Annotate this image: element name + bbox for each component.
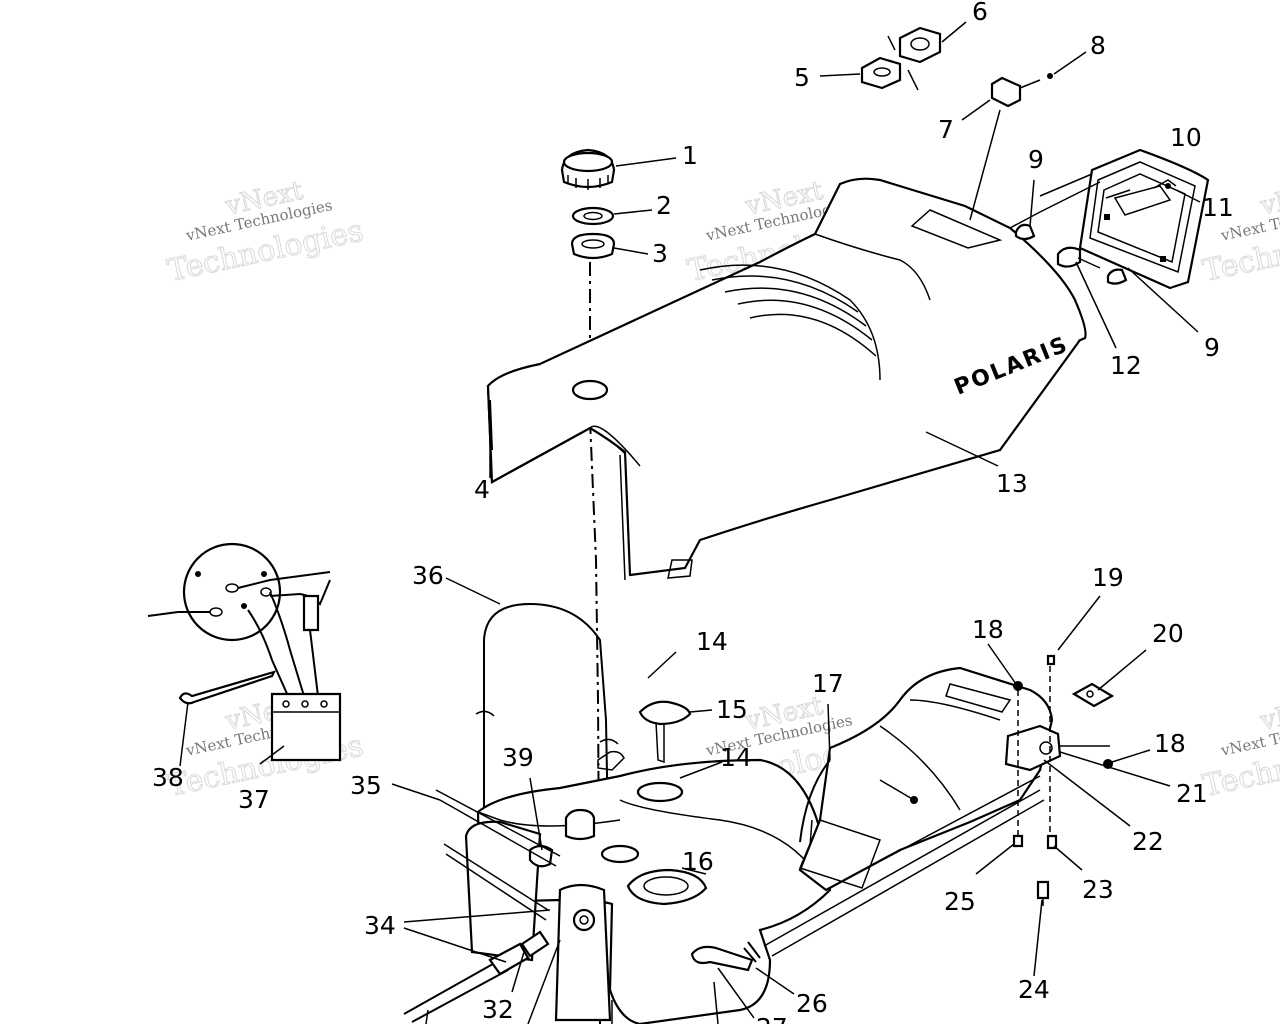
callout-1: 1 bbox=[682, 141, 698, 170]
fuel-line-end bbox=[488, 942, 530, 976]
part-36-hose bbox=[483, 602, 609, 831]
callout-19: 19 bbox=[1092, 563, 1124, 592]
callout-3: 3 bbox=[652, 239, 668, 268]
callout-24: 24 bbox=[1018, 975, 1050, 1004]
callout-17: 17 bbox=[812, 669, 844, 698]
part-6-hole bbox=[910, 37, 930, 51]
callout-6: 6 bbox=[972, 0, 988, 26]
part-26-petcock bbox=[690, 945, 754, 972]
callout-5: 5 bbox=[794, 63, 810, 92]
callout-34: 34 bbox=[364, 911, 396, 940]
callout-36: 36 bbox=[412, 561, 444, 590]
callout-9-upper: 9 bbox=[1028, 145, 1044, 174]
callout-25: 25 bbox=[944, 887, 976, 916]
part-5-hole bbox=[873, 67, 891, 77]
callout-38: 38 bbox=[152, 763, 184, 792]
callout-32: 32 bbox=[482, 995, 514, 1024]
callout-22: 22 bbox=[1132, 827, 1164, 856]
callout-7: 7 bbox=[938, 115, 954, 144]
callout-37: 37 bbox=[238, 785, 270, 814]
callout-16: 16 bbox=[682, 847, 714, 876]
callout-23: 23 bbox=[1082, 875, 1114, 904]
top-hardware bbox=[860, 26, 1053, 108]
fuel-filter bbox=[554, 883, 612, 1022]
callout-2: 2 bbox=[656, 191, 672, 220]
callout-15: 15 bbox=[716, 695, 748, 724]
part-39-clamp bbox=[528, 844, 554, 868]
callout-27: 27 bbox=[756, 1013, 788, 1024]
fuel-cap-assembly bbox=[560, 148, 616, 260]
part-19-screw bbox=[1046, 654, 1056, 666]
part-8-screw bbox=[1047, 73, 1053, 79]
callout-8: 8 bbox=[1090, 31, 1106, 60]
part-17-line bbox=[799, 759, 831, 843]
part-3-grommet bbox=[570, 232, 616, 260]
taillight-assembly bbox=[1009, 148, 1210, 290]
seat-cap-hole bbox=[571, 379, 609, 401]
rear-tank-assembly bbox=[763, 654, 1115, 957]
part-25-nut bbox=[1012, 834, 1024, 848]
callout-13: 13 bbox=[996, 469, 1028, 498]
tank-cap-plug bbox=[564, 808, 596, 841]
callout-labels: 1 2 3 4 5 6 7 8 9 9 10 11 12 13 14 14 15… bbox=[152, 0, 1234, 1024]
part-37-module bbox=[270, 692, 342, 762]
part-24-bolt bbox=[1036, 880, 1050, 900]
part-16-gauge-plate bbox=[626, 868, 708, 906]
callout-11: 11 bbox=[1202, 193, 1234, 222]
callout-20: 20 bbox=[1152, 619, 1184, 648]
callout-21: 21 bbox=[1176, 779, 1208, 808]
leader-lines bbox=[179, 21, 1201, 1024]
part-9-bulb-lower bbox=[1106, 268, 1128, 285]
callout-14-upper: 14 bbox=[696, 627, 728, 656]
fuel-tank-assembly bbox=[403, 602, 832, 1024]
part-1-cap-top bbox=[562, 151, 614, 173]
part-11-screw bbox=[1165, 183, 1171, 189]
part-21-bracket bbox=[1004, 724, 1062, 772]
part-7-plate bbox=[990, 76, 1022, 108]
tank-filler-opening bbox=[600, 844, 640, 864]
callout-18-upper: 18 bbox=[972, 615, 1004, 644]
part-15-sender bbox=[638, 700, 692, 726]
callout-18-lower: 18 bbox=[1154, 729, 1186, 758]
filter-fitting bbox=[572, 908, 596, 932]
callout-26: 26 bbox=[796, 989, 828, 1018]
callout-35: 35 bbox=[350, 771, 382, 800]
part-10-lens-frame bbox=[1078, 148, 1210, 290]
callout-9-lower: 9 bbox=[1204, 333, 1220, 362]
callout-4: 4 bbox=[474, 475, 490, 504]
wiring-inset bbox=[147, 542, 342, 762]
callout-12: 12 bbox=[1110, 351, 1142, 380]
callout-14-lower: 14 bbox=[720, 743, 752, 772]
part-32-fitting bbox=[520, 930, 550, 958]
part-38-tie bbox=[178, 670, 277, 705]
callout-39: 39 bbox=[502, 743, 534, 772]
watermark-1: vNext vNext Technologies Technologies bbox=[164, 175, 366, 289]
part-2-ring bbox=[571, 206, 615, 226]
part-14-gasket bbox=[636, 781, 684, 803]
part-13-seat: POLARIS bbox=[486, 177, 1087, 581]
callout-10: 10 bbox=[1170, 123, 1202, 152]
part-9-bulb-upper bbox=[1014, 223, 1036, 241]
part-12-socket bbox=[1056, 246, 1082, 268]
part-5-plate bbox=[860, 56, 902, 90]
part-6-plate bbox=[898, 26, 942, 64]
